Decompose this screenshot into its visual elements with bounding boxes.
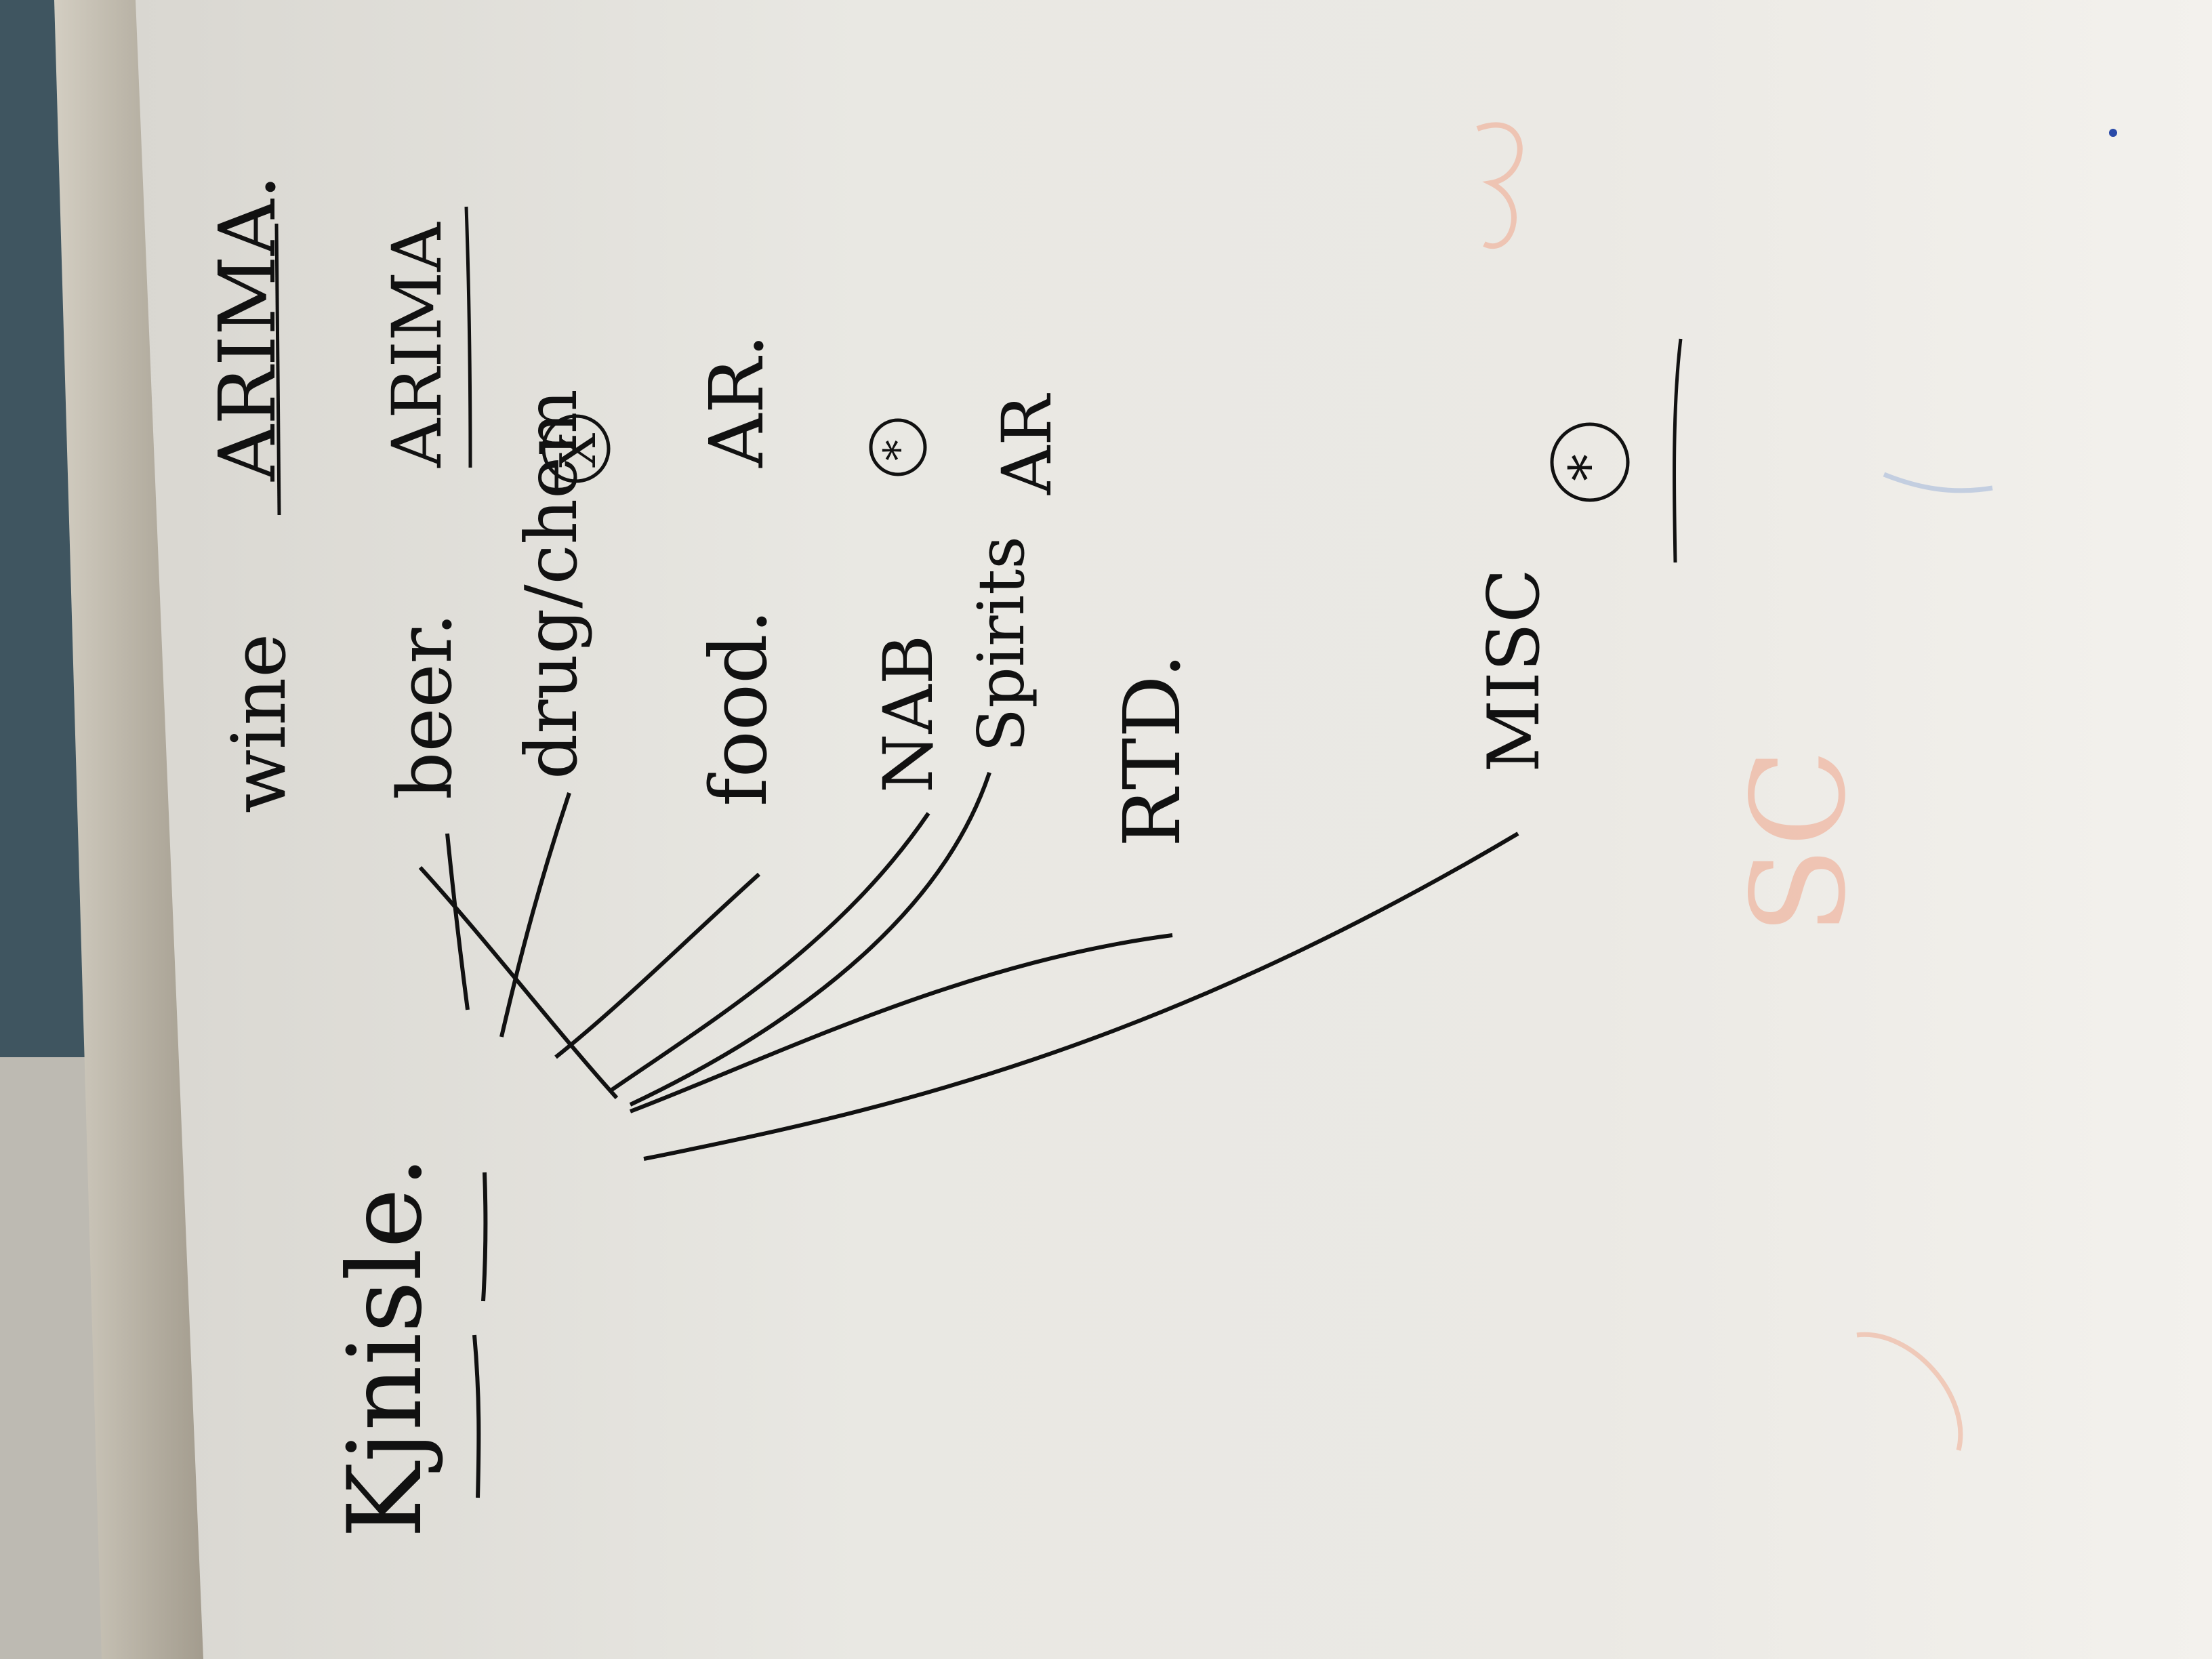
branch-line-misc [643, 832, 1519, 1161]
circle-star-1 [869, 418, 927, 476]
category-label-misc: MISC [1473, 569, 1555, 773]
underline-arima-1 [274, 223, 281, 516]
root-label: Kjnisle. [327, 1155, 445, 1538]
circle-x-mark [541, 414, 611, 483]
category-label-wine: wine [216, 634, 302, 813]
branch-line-rtd [629, 933, 1173, 1113]
right-note-star-2: * [1557, 454, 1620, 481]
erased-mark-blue [1883, 472, 1993, 493]
category-label-drug-chem: drug/chem [510, 389, 593, 779]
category-label-spirits: Spirits [964, 536, 1039, 752]
circle-star-2 [1550, 422, 1630, 502]
blue-dot [2109, 129, 2117, 137]
underline-star-2 [1672, 338, 1683, 563]
right-note-arima-2: ARIMA [377, 222, 457, 468]
branch-line-nab [609, 812, 930, 1093]
branch-line-beer [445, 833, 470, 1010]
right-note-star-1: * [874, 440, 924, 461]
branch-line-spirits [629, 772, 991, 1107]
branch-line-wine [418, 865, 619, 1100]
erased-mark-orange [1476, 122, 1523, 249]
faint-sc-text: SC [1724, 748, 1874, 935]
right-note-ar-1: AR. [693, 334, 780, 468]
underline-root-upper [481, 1172, 488, 1302]
erased-arc-orange [1856, 1332, 1963, 1451]
right-note-arima-1: ARIMA. [203, 175, 293, 482]
category-label-beer: beer. [382, 613, 468, 800]
right-note-x: X [550, 433, 607, 468]
whiteboard-surface [136, 0, 2212, 1659]
underline-root [472, 1334, 481, 1498]
category-label-rtd: RTD. [1107, 653, 1198, 847]
right-note-ar-2: AR [987, 393, 1067, 495]
erased-sc-mark: SC [1724, 748, 1874, 935]
category-label-food: food. [694, 609, 785, 806]
branch-line-food [554, 872, 761, 1059]
branch-line-drug-chem [499, 792, 571, 1038]
category-label-nab: NAB [869, 635, 948, 793]
underline-arima-2 [464, 206, 472, 468]
